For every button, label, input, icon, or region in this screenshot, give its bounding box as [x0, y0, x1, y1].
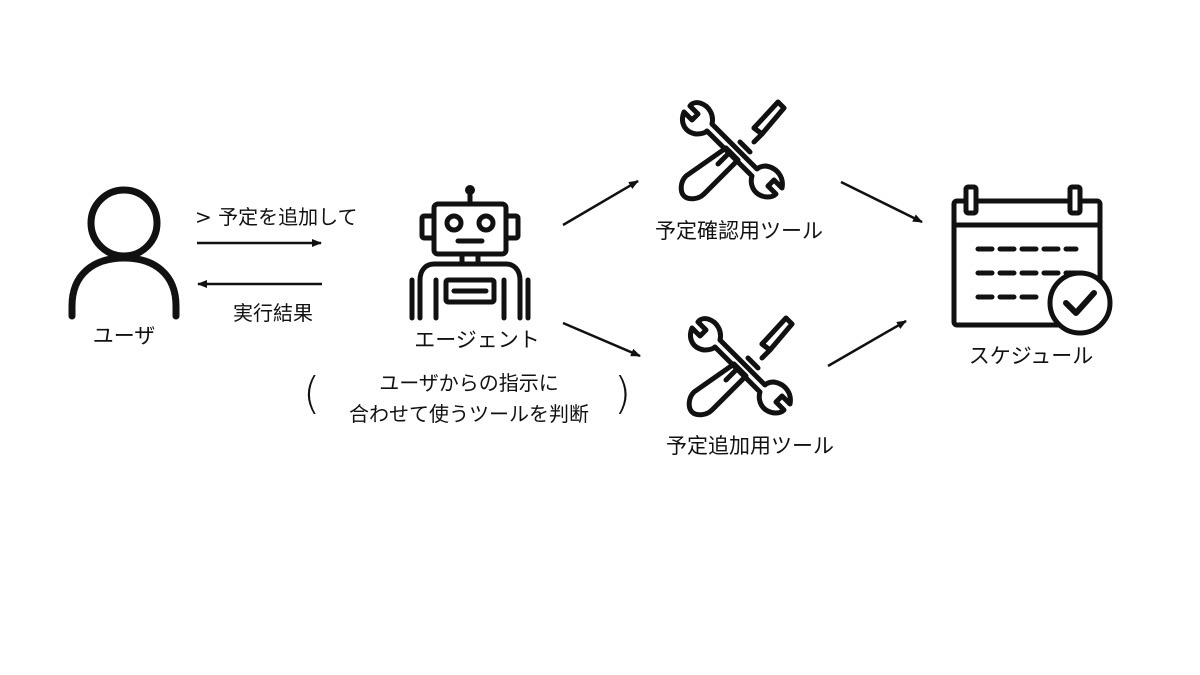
calendar-check-icon [951, 184, 1113, 336]
result-label: 実行結果 [233, 301, 313, 325]
note-open-paren: ( [303, 368, 321, 419]
note-line-2: 合わせて使うツールを判断 [349, 402, 589, 426]
check-tool-label: 予定確認用ツール [655, 219, 823, 243]
request-label: > 予定を追加して [195, 205, 358, 229]
schedule-label: スケジュール [968, 344, 1094, 368]
add-tool-node [682, 312, 795, 420]
tools-icon [678, 99, 787, 202]
agent-label: エージェント [414, 328, 540, 352]
agent-to-check-tool-arrow [562, 179, 639, 227]
user-icon [68, 186, 180, 320]
tools-icon [686, 315, 795, 418]
check-tool-node [674, 96, 787, 204]
note-line-1: ユーザからの指示に [379, 371, 559, 395]
user-node [66, 184, 182, 320]
schedule-node [948, 183, 1118, 343]
add-tool-to-schedule-arrow [827, 319, 907, 368]
agent-node [404, 184, 536, 322]
robot-icon [409, 185, 531, 321]
note-close-paren: ) [614, 368, 632, 419]
user-label: ユーザ [92, 324, 156, 348]
agent-to-add-tool-arrow [562, 321, 641, 358]
add-tool-label: 予定追加用ツール [666, 434, 834, 458]
check-tool-to-schedule-arrow [840, 180, 923, 224]
